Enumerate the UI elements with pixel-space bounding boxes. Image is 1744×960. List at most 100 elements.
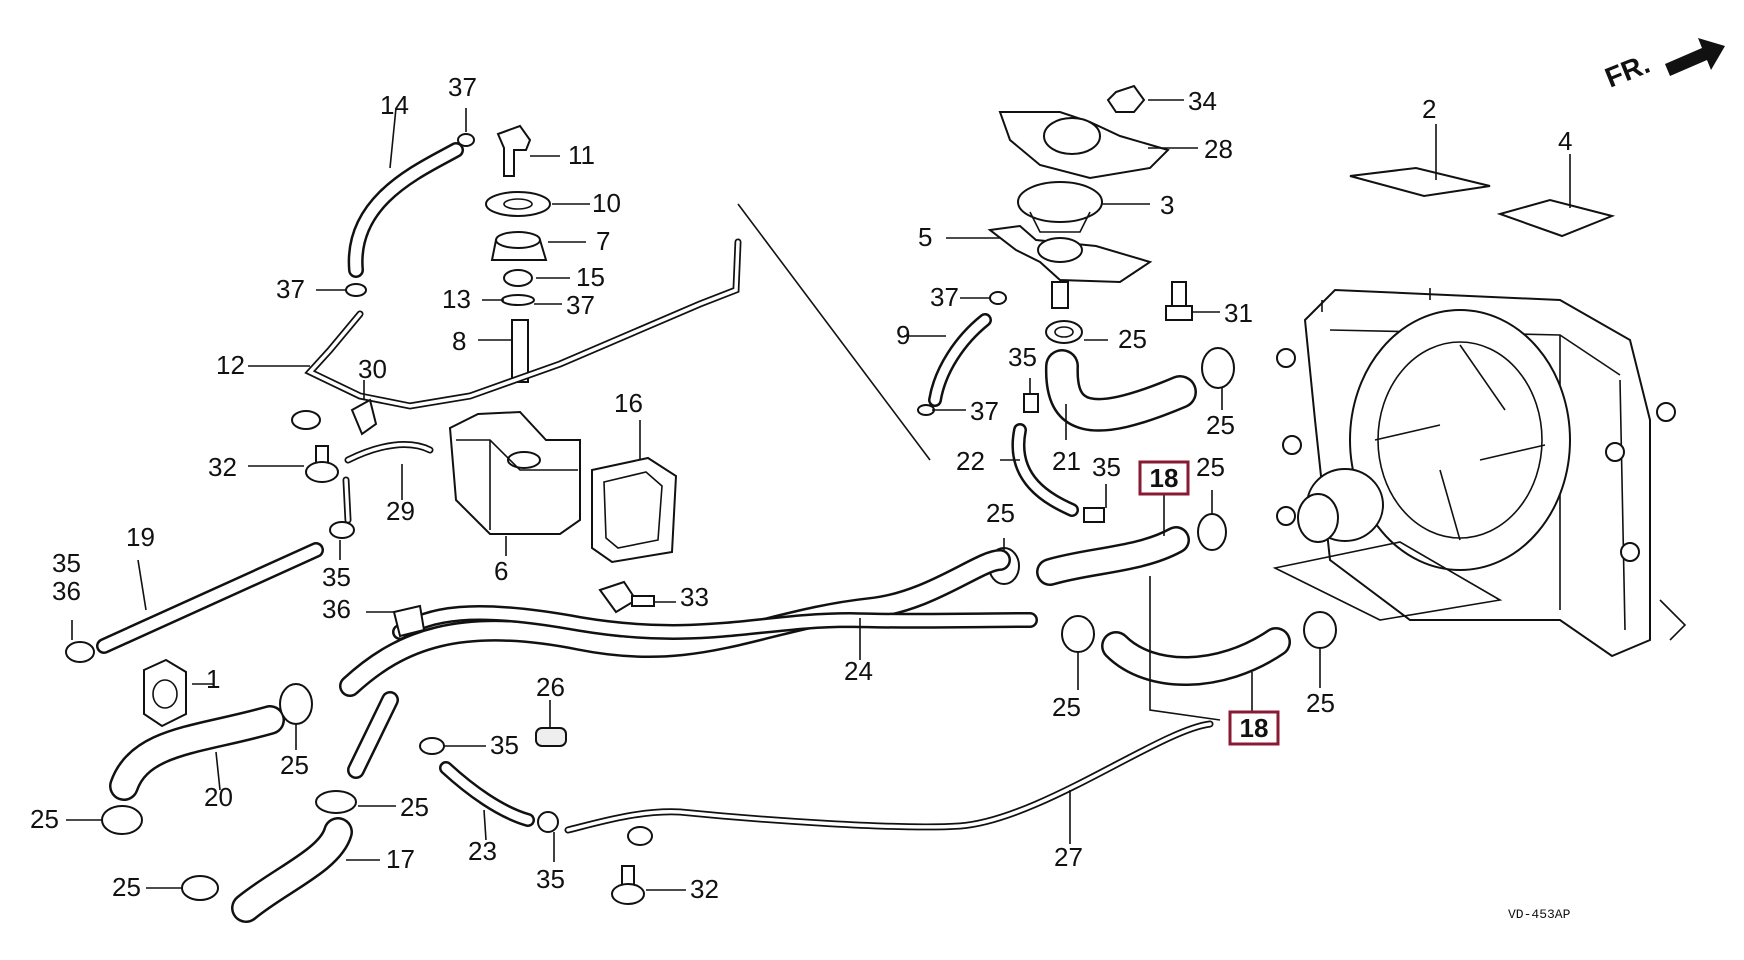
part-23-hose <box>439 761 535 841</box>
callout-5: 5 <box>918 222 932 252</box>
callout-16: 16 <box>614 388 643 418</box>
callout-35-a: 35 <box>52 548 81 578</box>
front-label: FR. <box>1601 48 1654 94</box>
callout-25-a: 25 <box>1118 324 1147 354</box>
part-25-clamp-lower-left <box>1061 615 1095 690</box>
part-5-filler-neck-bracket <box>946 224 1153 284</box>
drawing-code: VD-453AP <box>1508 907 1571 922</box>
part-17-hose <box>231 817 380 923</box>
part-37-clip-d <box>917 404 966 416</box>
callout-32-a: 32 <box>208 452 237 482</box>
callout-18-lower[interactable]: 18 <box>1240 713 1269 743</box>
part-37-clip-b <box>316 283 367 297</box>
callout-13: 13 <box>442 284 471 314</box>
part-10-washer <box>485 191 590 217</box>
part-25-clamp-top <box>1045 320 1108 344</box>
part-35-clamp-b <box>1023 378 1039 413</box>
part-1-gasket <box>143 658 214 728</box>
part-37-clip-a <box>457 108 475 147</box>
callout-37-a: 37 <box>448 72 477 102</box>
part-3-radiator-cap <box>1017 181 1150 233</box>
highlight-box-18-upper <box>1138 460 1190 496</box>
callout-25-i: 25 <box>30 804 59 834</box>
part-32-bleed-bolt-upper <box>248 445 339 483</box>
part-25-clamp-20 <box>66 805 143 835</box>
part-25-clamp-18-right <box>1197 490 1227 551</box>
part-6-reservoir-tank <box>448 410 581 556</box>
callout-28: 28 <box>1204 134 1233 164</box>
callout-35-e: 35 <box>490 730 519 760</box>
part-clip-left-30 <box>291 410 321 430</box>
callout-35-c: 35 <box>1008 342 1037 372</box>
part-12-overflow-pipe <box>248 238 742 410</box>
part-34-nut <box>1106 84 1184 113</box>
callout-9: 9 <box>896 320 910 350</box>
callout-14: 14 <box>380 90 409 120</box>
callout-27: 27 <box>1054 842 1083 872</box>
callout-35-b: 35 <box>322 562 351 592</box>
callout-10: 10 <box>592 188 621 218</box>
callout-21: 21 <box>1052 446 1081 476</box>
callout-25-d: 25 <box>986 498 1015 528</box>
callout-35-d: 35 <box>1092 452 1121 482</box>
callout-32-b: 32 <box>690 874 719 904</box>
part-29-hose <box>342 441 434 524</box>
callout-20: 20 <box>204 782 233 812</box>
callout-35-f: 35 <box>536 864 565 894</box>
callout-26: 26 <box>536 672 565 702</box>
part-18-lower-radiator-hose <box>1101 627 1291 712</box>
part-14-hose <box>347 107 464 278</box>
part-16-seal <box>591 420 678 564</box>
callout-12: 12 <box>216 350 245 380</box>
part-22-hose <box>1000 423 1079 517</box>
callout-8: 8 <box>452 326 466 356</box>
leader-diagonal <box>737 203 931 461</box>
callout-29: 29 <box>386 496 415 526</box>
callout-37-e: 37 <box>970 396 999 426</box>
part-26-filter <box>535 700 567 747</box>
part-clip-27 <box>627 826 653 846</box>
part-37-clip-c <box>960 291 1007 305</box>
part-35-clamp-far-left <box>65 620 95 663</box>
callout-33: 33 <box>680 582 709 612</box>
callout-30: 30 <box>358 354 387 384</box>
part-25-clamp-20-right <box>279 683 313 750</box>
part-33-sensor <box>598 580 676 614</box>
callout-25-f: 25 <box>1306 688 1335 718</box>
front-direction-indicator: FR. <box>1601 38 1725 94</box>
part-35-clamp-a <box>329 521 355 560</box>
callout-36-b: 36 <box>322 594 351 624</box>
callout-25-c: 25 <box>1196 452 1225 482</box>
callout-11: 11 <box>568 140 595 170</box>
part-30-bracket <box>350 380 378 436</box>
callout-34: 34 <box>1188 86 1217 116</box>
callout-36-a: 36 <box>52 576 81 606</box>
callout-25-h: 25 <box>400 792 429 822</box>
callout-1: 1 <box>206 664 220 694</box>
part-25-clamp-lower-right <box>1303 611 1337 688</box>
part-13-oring <box>482 294 562 306</box>
part-21-hose <box>1044 349 1197 440</box>
callout-37-c: 37 <box>566 290 595 320</box>
callout-25-b: 25 <box>1206 410 1235 440</box>
part-7-reservoir-cap <box>490 231 586 261</box>
part-18-upper-radiator-hose <box>1036 494 1190 586</box>
callout-4: 4 <box>1558 126 1572 156</box>
highlight-box-18-lower <box>1228 710 1280 746</box>
callout-31: 31 <box>1224 298 1253 328</box>
part-25-clamp-17-bottom <box>146 875 219 901</box>
part-19-hose <box>96 542 324 654</box>
callout-37-b: 37 <box>276 274 305 304</box>
callout-22: 22 <box>956 446 985 476</box>
callout-2: 2 <box>1422 94 1436 124</box>
callout-23: 23 <box>468 836 497 866</box>
part-27-tube <box>564 720 1214 844</box>
callout-17: 17 <box>386 844 415 874</box>
callout-25-g: 25 <box>280 750 309 780</box>
part-11-elbow-fitting <box>496 124 560 177</box>
part-15-grommet <box>503 269 570 287</box>
front-arrow-icon <box>1665 38 1725 76</box>
callout-18-upper[interactable]: 18 <box>1150 463 1179 493</box>
callout-3: 3 <box>1160 190 1174 220</box>
